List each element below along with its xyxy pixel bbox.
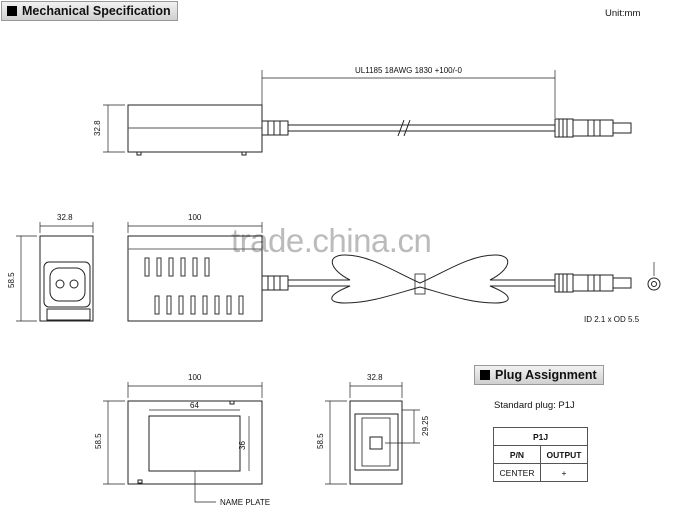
side-height-dim: 32.8 bbox=[93, 120, 102, 136]
plug-assignment-title: Plug Assignment bbox=[495, 368, 597, 382]
header-square-icon bbox=[480, 370, 490, 380]
end-view-body bbox=[349, 400, 403, 485]
plug-table-title: P1J bbox=[493, 427, 588, 446]
name-plate-label: NAME PLATE bbox=[220, 498, 270, 507]
front-view-body bbox=[39, 235, 94, 322]
plug-table-cell-output: + bbox=[540, 463, 588, 482]
end-height-dim: 58.5 bbox=[316, 433, 325, 449]
plug-end-view bbox=[647, 277, 661, 291]
table-row: CENTER + bbox=[493, 463, 588, 482]
plate-width-dim: 64 bbox=[190, 401, 199, 410]
plug-size-label: ID 2.1 x OD 5.5 bbox=[584, 315, 640, 324]
watermark: trade.china.cn bbox=[231, 222, 432, 259]
bottom-length-dim: 100 bbox=[188, 373, 202, 382]
ac-inlet bbox=[49, 267, 86, 302]
plug-assignment-header: Plug Assignment bbox=[474, 365, 604, 385]
front-height-dim: 58.5 bbox=[7, 272, 16, 288]
header-square-icon bbox=[7, 6, 17, 16]
plug-table-col-pn: P/N bbox=[493, 445, 541, 464]
unit-label: Unit:mm bbox=[605, 8, 641, 19]
bottom-height-dim: 58.5 bbox=[94, 433, 103, 449]
standard-plug-label: Standard plug: P1J bbox=[494, 400, 575, 411]
mech-spec-header: Mechanical Specification bbox=[1, 1, 178, 21]
plug-table-col-output: OUTPUT bbox=[540, 445, 588, 464]
top-length-dim: 100 bbox=[188, 213, 202, 222]
plate-height-dim: 36 bbox=[238, 441, 247, 450]
dc-outlet bbox=[369, 436, 383, 450]
end-offset-dim: 29.25 bbox=[421, 415, 430, 436]
front-width-dim: 32.8 bbox=[57, 213, 73, 222]
name-plate bbox=[148, 415, 241, 472]
side-strain-relief bbox=[261, 120, 289, 136]
end-width-dim: 32.8 bbox=[367, 373, 383, 382]
plug-table-cell-pn: CENTER bbox=[493, 463, 541, 482]
side-plug bbox=[554, 118, 574, 138]
cable-length-label: UL1185 18AWG 1830 +100/-0 bbox=[355, 66, 463, 75]
vent-slots bbox=[144, 257, 244, 315]
plug-table: P1J P/N OUTPUT CENTER + bbox=[493, 427, 588, 482]
coiled-cable bbox=[288, 254, 555, 284]
mech-spec-title: Mechanical Specification bbox=[22, 4, 171, 18]
